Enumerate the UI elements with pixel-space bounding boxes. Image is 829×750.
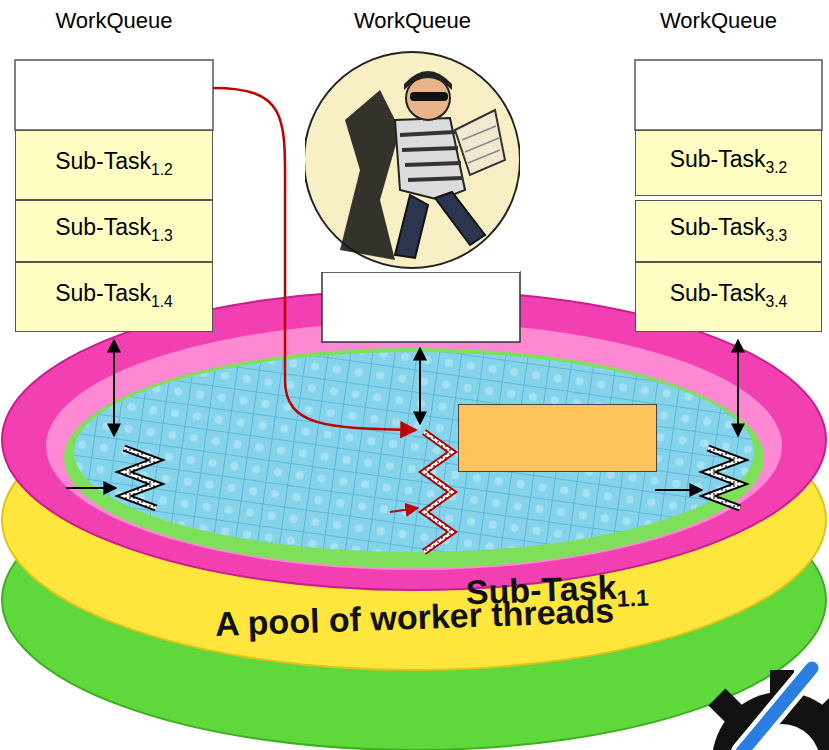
stealing-thread [424,432,452,552]
task-index: 3.3 [766,226,788,243]
worker-thread [708,448,740,508]
task-name: Sub-Task [465,568,617,611]
thread-pool: A pool of worker threadsSub-Task1.1 [0,290,829,750]
task-label: Sub-Task1.1 [465,566,649,617]
work-queue: WorkQueueSub-Task1.2Sub-Task1.3Sub-Task1… [15,8,213,332]
task-name: Sub-Task [670,214,766,240]
thread-pointer [390,508,418,512]
task-index: 1.2 [151,160,173,177]
queue-heading: WorkQueue [305,8,520,34]
pool-label: A pool of worker threads [0,584,829,652]
task-label: Sub-Task3.4 [670,280,788,315]
queue-heading: WorkQueue [15,8,213,34]
logo-watermark [690,668,829,750]
task-label: Sub-Task3.2 [670,146,788,181]
task-label: Sub-Task1.4 [55,280,173,315]
steal-arrow [213,88,416,430]
worker-thread [708,448,740,508]
work-queue: WorkQueue [305,8,520,42]
pool-inner-wall-green [64,348,764,568]
thread-pointer [655,489,702,491]
sub-task-box: Sub-Task3.2 [635,130,822,196]
pool-inner-wall [46,322,782,570]
task-index: 1.1 [616,584,649,611]
empty-queue-slot [15,60,213,130]
queue-thread-link [113,340,115,436]
task-label: Sub-Task1.2 [55,148,173,183]
sub-task-box: Sub-Task1.3 [15,200,213,262]
sub-task-box: Sub-Task1.4 [15,262,213,332]
empty-queue-slot [635,60,822,130]
sub-task-box: Sub-Task1.2 [15,130,213,200]
pool-water [74,352,754,552]
worker-thread [124,448,156,508]
sub-task-box: Sub-Task3.4 [635,262,822,332]
task-index: 3.4 [766,292,788,309]
task-index: 1.4 [151,292,173,309]
queue-heading: WorkQueue [625,8,812,34]
worker-thread [124,448,156,508]
queue-thread-link [737,340,739,436]
thread-pointer [66,487,116,489]
task-name: Sub-Task [55,280,151,306]
task-index: 3.2 [766,158,788,175]
thief-illustration [305,50,520,272]
sub-task-box: Sub-Task3.3 [635,200,822,262]
task-name: Sub-Task [55,214,151,240]
pool-illustration [2,290,826,750]
task-name: Sub-Task [670,280,766,306]
empty-queue-slot [322,272,520,342]
task-label: Sub-Task3.3 [670,214,788,249]
task-name: Sub-Task [670,146,766,172]
task-label: Sub-Task1.3 [55,214,173,249]
stealing-thread [424,432,452,552]
work-queue: WorkQueueSub-Task3.2Sub-Task3.3Sub-Task3… [635,8,822,332]
queue-thread-link [419,348,421,424]
task-index: 1.3 [151,226,173,243]
task-name: Sub-Task [55,148,151,174]
stolen-sub-task-box: Sub-Task1.1 [458,404,657,472]
